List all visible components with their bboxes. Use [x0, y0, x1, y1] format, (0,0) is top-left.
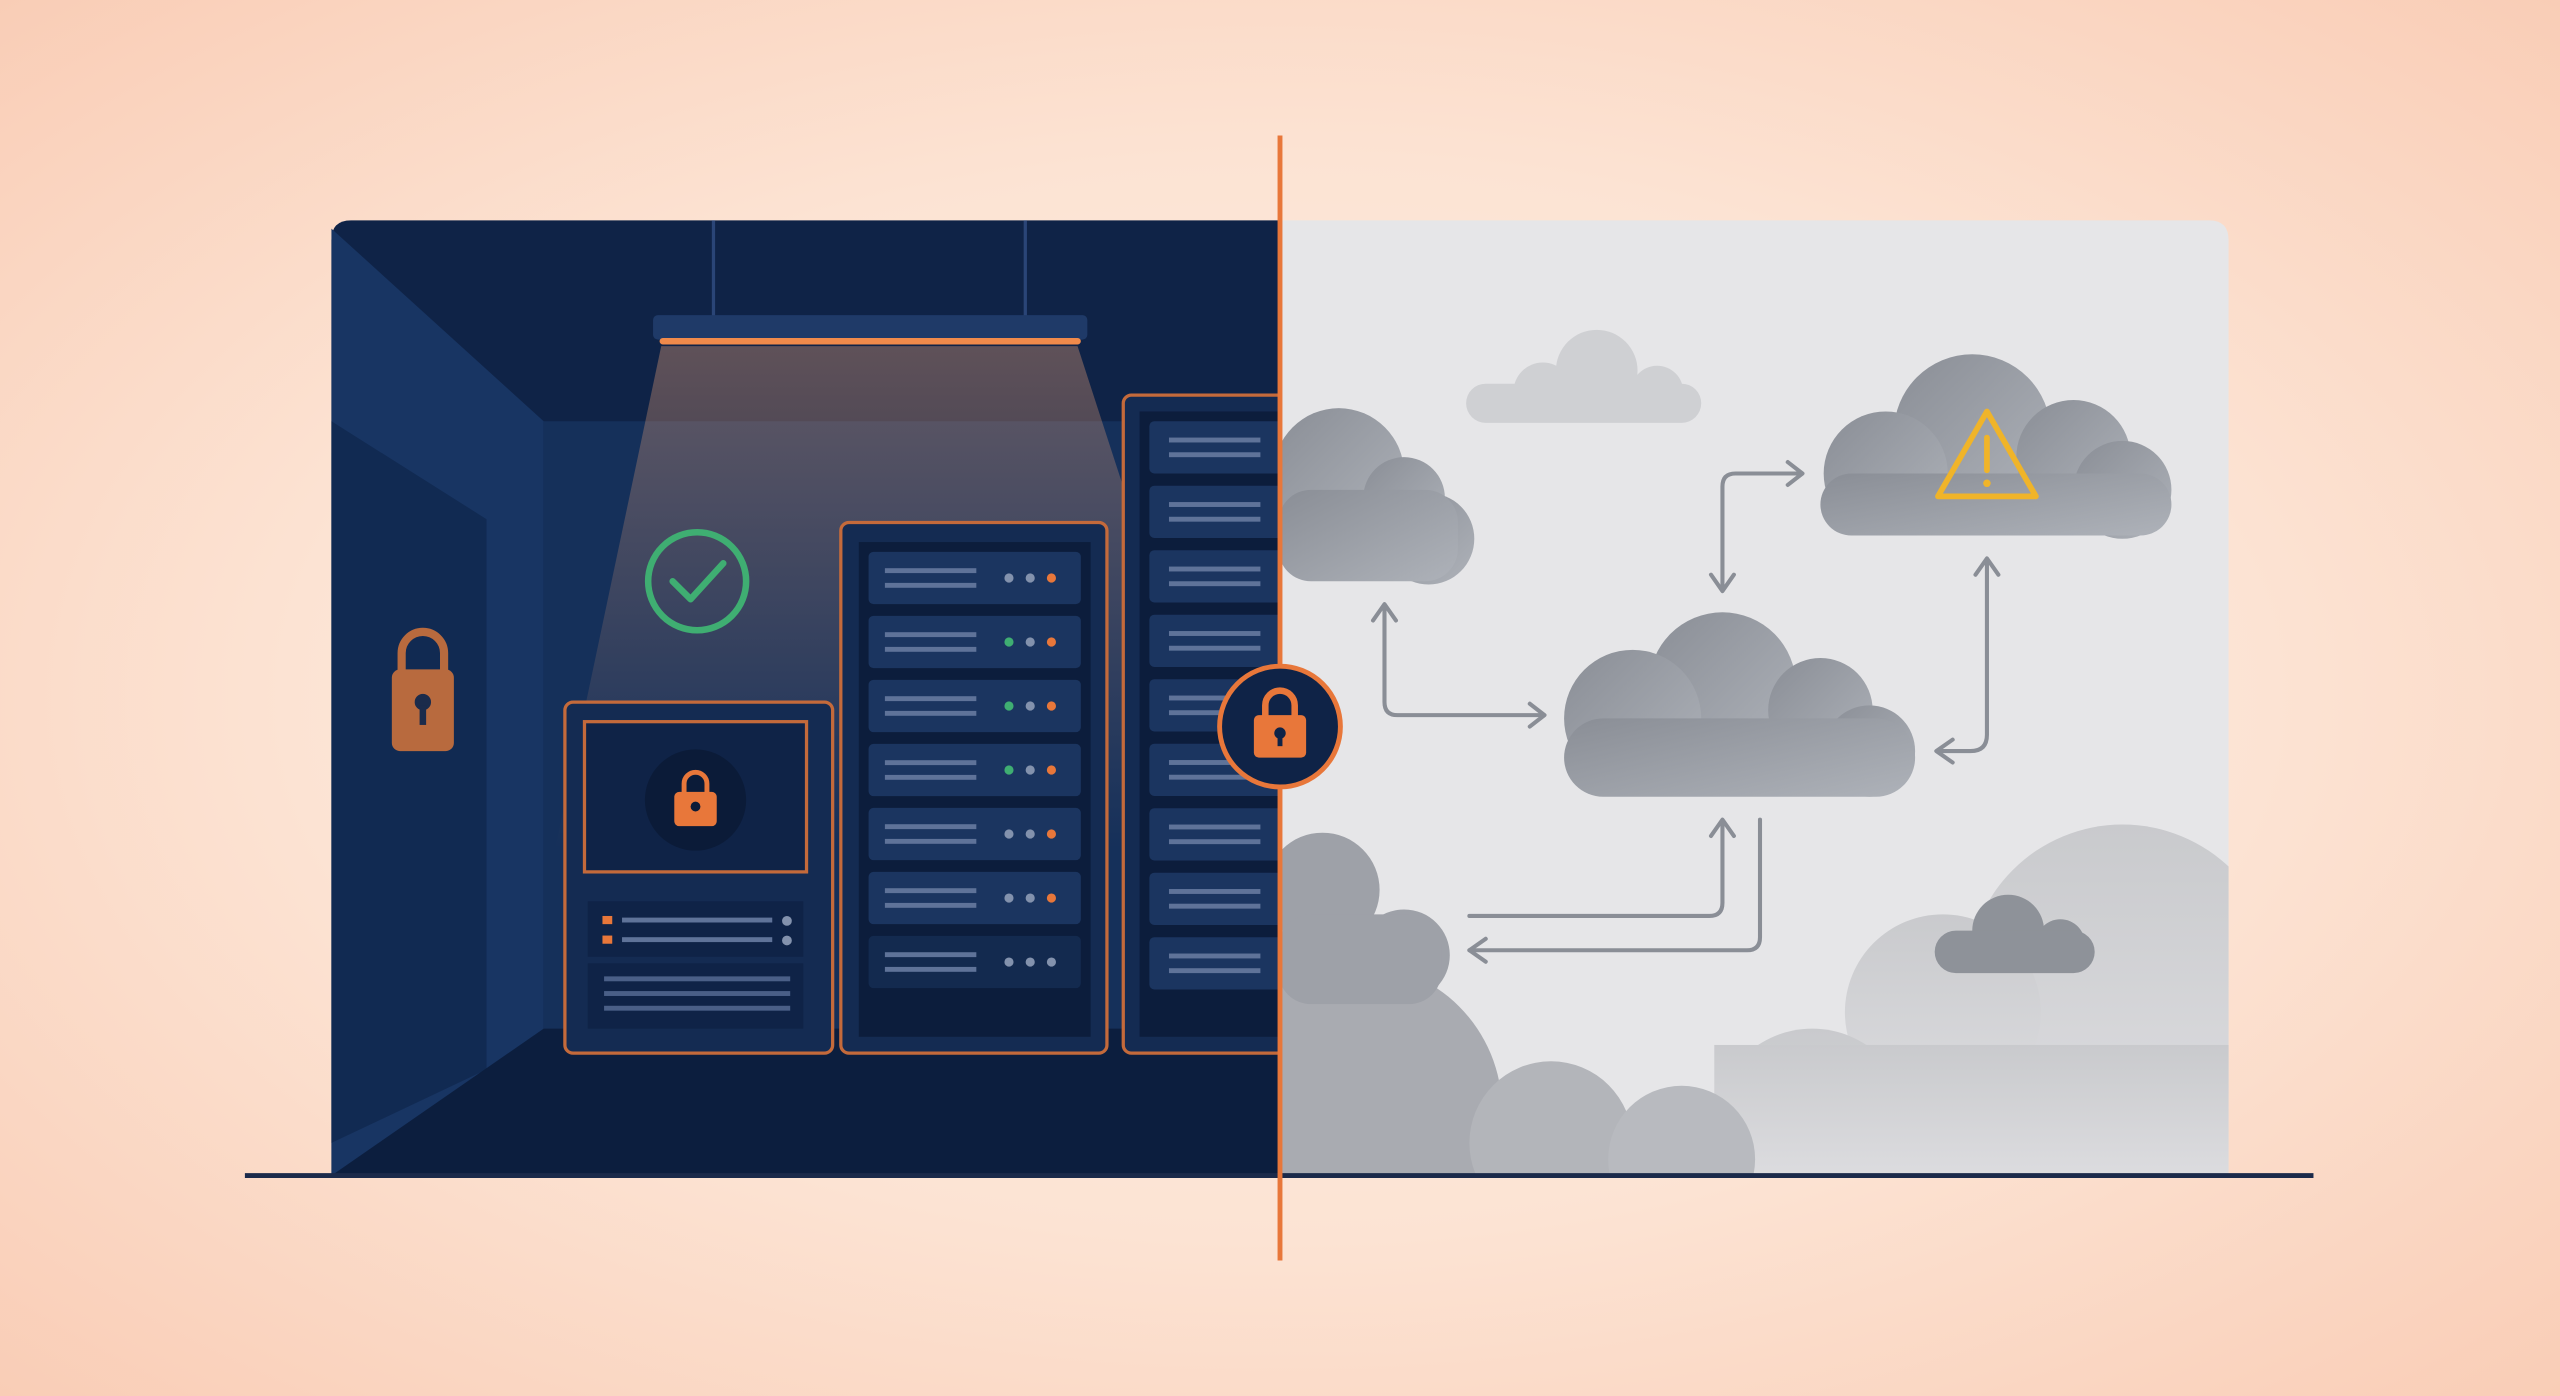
cloud-icon [1466, 329, 1702, 423]
server-unit [868, 551, 1081, 605]
cloud-panel [1278, 220, 2229, 1174]
server-unit [1149, 937, 1287, 990]
padlock-icon [674, 769, 717, 827]
secure-cabinet [563, 700, 835, 1055]
status-light [1046, 765, 1056, 775]
server-unit [868, 935, 1081, 989]
server-unit [868, 615, 1081, 669]
status-light [1046, 637, 1056, 647]
padlock-icon [391, 627, 454, 752]
status-light [1025, 637, 1035, 647]
server-unit [868, 743, 1081, 797]
status-light [1025, 893, 1035, 903]
status-light [1004, 573, 1014, 583]
status-light [1004, 957, 1014, 967]
status-light [1025, 765, 1035, 775]
check-circle-icon [644, 529, 750, 634]
server-unit [868, 871, 1081, 925]
status-light [1004, 765, 1014, 775]
status-light [1046, 829, 1056, 839]
server-unit [1149, 485, 1287, 538]
status-light [1046, 573, 1056, 583]
status-light [1025, 573, 1035, 583]
status-light [1004, 829, 1014, 839]
padlock-icon [1217, 663, 1343, 790]
arrow-icon [1371, 460, 2001, 964]
fog-clouds [1278, 824, 2229, 1174]
server-unit [868, 679, 1081, 733]
status-light [1046, 957, 1056, 967]
server-unit [868, 807, 1081, 861]
server-unit [1149, 421, 1287, 474]
cloud-icon [1934, 894, 2095, 974]
server-rack-icon [839, 520, 1109, 1055]
status-light [1025, 829, 1035, 839]
status-light [1004, 637, 1014, 647]
cloud-icon [1278, 832, 1450, 1005]
status-light [1004, 701, 1014, 711]
floor [331, 1028, 1279, 1176]
cloud-icon [1820, 354, 2172, 539]
warning-triangle-icon [1935, 408, 2039, 500]
status-light [1004, 893, 1014, 903]
cloud-icon [1564, 612, 1916, 797]
server-room-panel [331, 220, 1289, 1176]
status-light [1025, 701, 1035, 711]
server-rack-icon [1121, 393, 1289, 1055]
status-light [1025, 957, 1035, 967]
server-unit [1149, 872, 1287, 925]
cloud-icon [1278, 408, 1475, 585]
server-unit [1149, 550, 1287, 603]
status-light [1046, 701, 1056, 711]
status-light [1046, 893, 1056, 903]
server-unit [1149, 808, 1287, 861]
server-unit [1149, 614, 1287, 667]
